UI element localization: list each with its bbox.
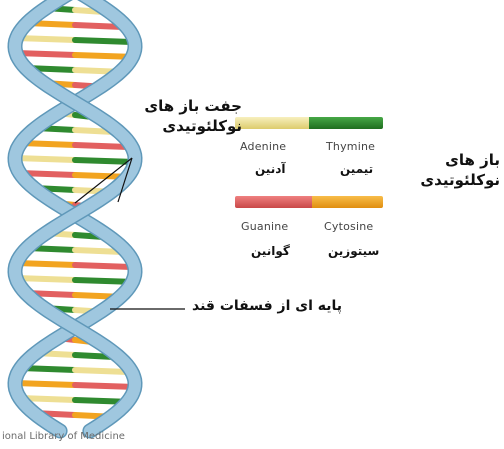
adenine-label: Adenine xyxy=(240,140,286,153)
base-pair-callout: جفت باز های نوکلئوتیدی xyxy=(127,96,242,136)
base-pair-rung xyxy=(15,383,135,387)
base-pair-rung xyxy=(17,263,134,267)
cytosine-persian-label: سیتوزین xyxy=(328,244,379,258)
nucleotide-bases-heading: باز های نوکلئوتیدی xyxy=(410,150,500,190)
base-pair-rung xyxy=(17,38,134,42)
thymine-segment xyxy=(309,117,383,129)
adenine-persian-label: آدنین xyxy=(255,162,285,176)
adenine-thymine-bar xyxy=(235,117,383,129)
guanine-cytosine-bar xyxy=(235,196,383,208)
base-pair-rung xyxy=(27,23,123,27)
base-pair-rung xyxy=(16,53,134,57)
base-pair-rung xyxy=(20,173,131,177)
image-credit: ional Library of Medicine xyxy=(2,431,125,442)
base-pair-rung xyxy=(21,368,130,372)
thymine-label: Thymine xyxy=(326,140,375,153)
cytosine-segment xyxy=(312,196,383,208)
adenine-segment xyxy=(235,117,309,129)
guanine-segment xyxy=(235,196,312,208)
base-pair-rung xyxy=(27,248,123,252)
base-pair-rung xyxy=(20,398,131,402)
guanine-persian-label: گوانین xyxy=(251,244,290,258)
base-pair-rung xyxy=(15,158,135,162)
cytosine-label: Cytosine xyxy=(324,220,373,233)
base-pair-rung xyxy=(21,143,130,147)
base-pair-rung xyxy=(16,278,134,282)
sugar-phosphate-backbone-label: پایه ای از فسفات قند xyxy=(192,298,342,314)
guanine-label: Guanine xyxy=(241,220,288,233)
thymine-persian-label: تیمین xyxy=(340,162,373,176)
